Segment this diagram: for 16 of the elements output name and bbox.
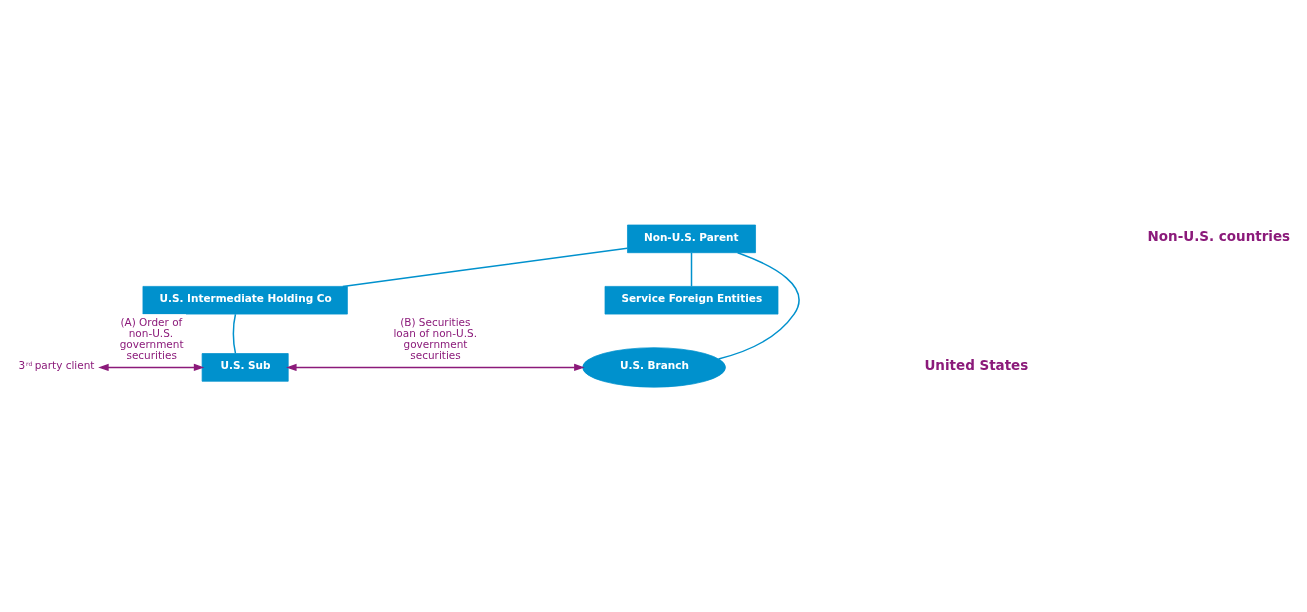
node-text: 3$^{rd}$ party client <box>18 359 95 372</box>
label: United States <box>924 356 1029 373</box>
label: Non-U.S. countries <box>1147 228 1291 245</box>
edge-label: (B) Securities loan of non-U.S. government securities <box>393 315 477 362</box>
node-box: Service Foreign Entities <box>604 286 779 315</box>
connector <box>690 252 693 287</box>
arrow <box>98 363 205 372</box>
edge-label: (A) Order of non-U.S. government securities <box>119 315 184 362</box>
connector <box>717 252 800 360</box>
node-box: Non-U.S. Parent <box>627 224 756 254</box>
arrow <box>286 363 585 372</box>
node-ellipse: U.S. Branch <box>582 347 726 388</box>
connector <box>342 247 629 288</box>
connector <box>232 313 237 355</box>
node-box: U.S. Intermediate Holding Co <box>142 286 348 315</box>
node-box: U.S. Sub <box>201 353 289 382</box>
